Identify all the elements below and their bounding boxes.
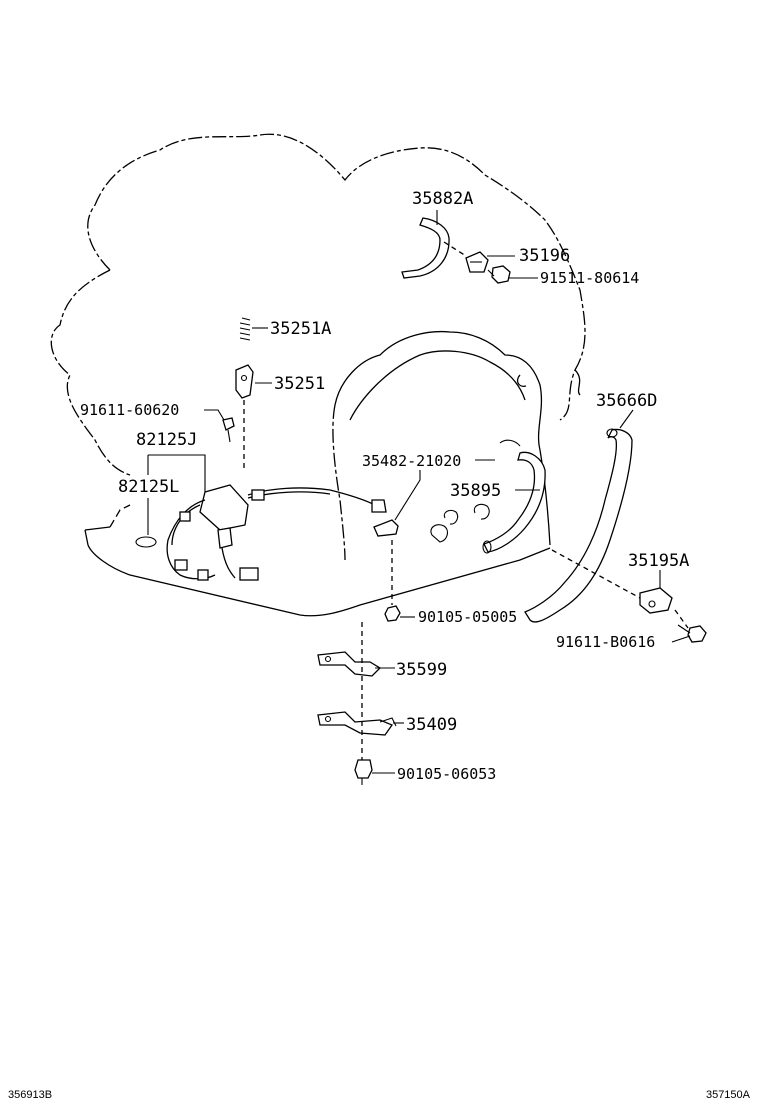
alignment-line-5 — [443, 241, 467, 257]
hose-35666D — [524, 428, 633, 623]
alignment-line-4 — [674, 609, 689, 629]
label-35251A: 35251A — [270, 319, 331, 339]
clamp-35196 — [465, 251, 489, 273]
label-91611-B0616: 91611-B0616 — [556, 633, 655, 651]
clamp-35195A — [639, 587, 673, 614]
bolt-91611-B0616 — [677, 624, 707, 643]
plate-35409 — [317, 711, 397, 736]
label-90105-06053: 90105-06053 — [397, 765, 496, 783]
transmission-housing — [50, 133, 586, 617]
label-35196: 35196 — [519, 246, 570, 266]
label-82125J: 82125J — [136, 430, 197, 450]
label-90105-05005: 90105-05005 — [418, 608, 517, 626]
label-35895: 35895 — [450, 481, 501, 501]
bolt-90105-06053 — [354, 759, 373, 785]
wire-harness-82125J — [166, 484, 387, 581]
alignment-line-3 — [551, 549, 641, 599]
bolt-90105-05005 — [384, 605, 401, 622]
label-82125L: 82125L — [118, 477, 179, 497]
label-35599: 35599 — [396, 660, 447, 680]
leader-lines — [147, 210, 691, 774]
pipe-35895 — [482, 451, 546, 554]
bolt-91511-80614 — [487, 265, 511, 284]
footer-right-code: 357150A — [705, 1089, 750, 1101]
footer-left-code: 356913B — [8, 1089, 53, 1101]
lever-35251 — [235, 364, 254, 399]
label-35666D: 35666D — [596, 391, 657, 411]
spring-35251A — [239, 317, 251, 341]
oring-82125L — [135, 536, 157, 548]
hose-35882A — [401, 217, 450, 279]
bolt-91611-60620 — [222, 417, 235, 443]
bracket-35482-21020 — [373, 519, 399, 537]
label-35409: 35409 — [406, 715, 457, 735]
label-35882A: 35882A — [412, 189, 473, 209]
label-35195A: 35195A — [628, 551, 689, 571]
bracket-35599 — [317, 651, 382, 677]
label-91611-60620: 91611-60620 — [80, 401, 179, 419]
label-35482-21020: 35482-21020 — [362, 452, 461, 470]
label-35251: 35251 — [274, 374, 325, 394]
label-91511-80614: 91511-80614 — [540, 269, 639, 287]
